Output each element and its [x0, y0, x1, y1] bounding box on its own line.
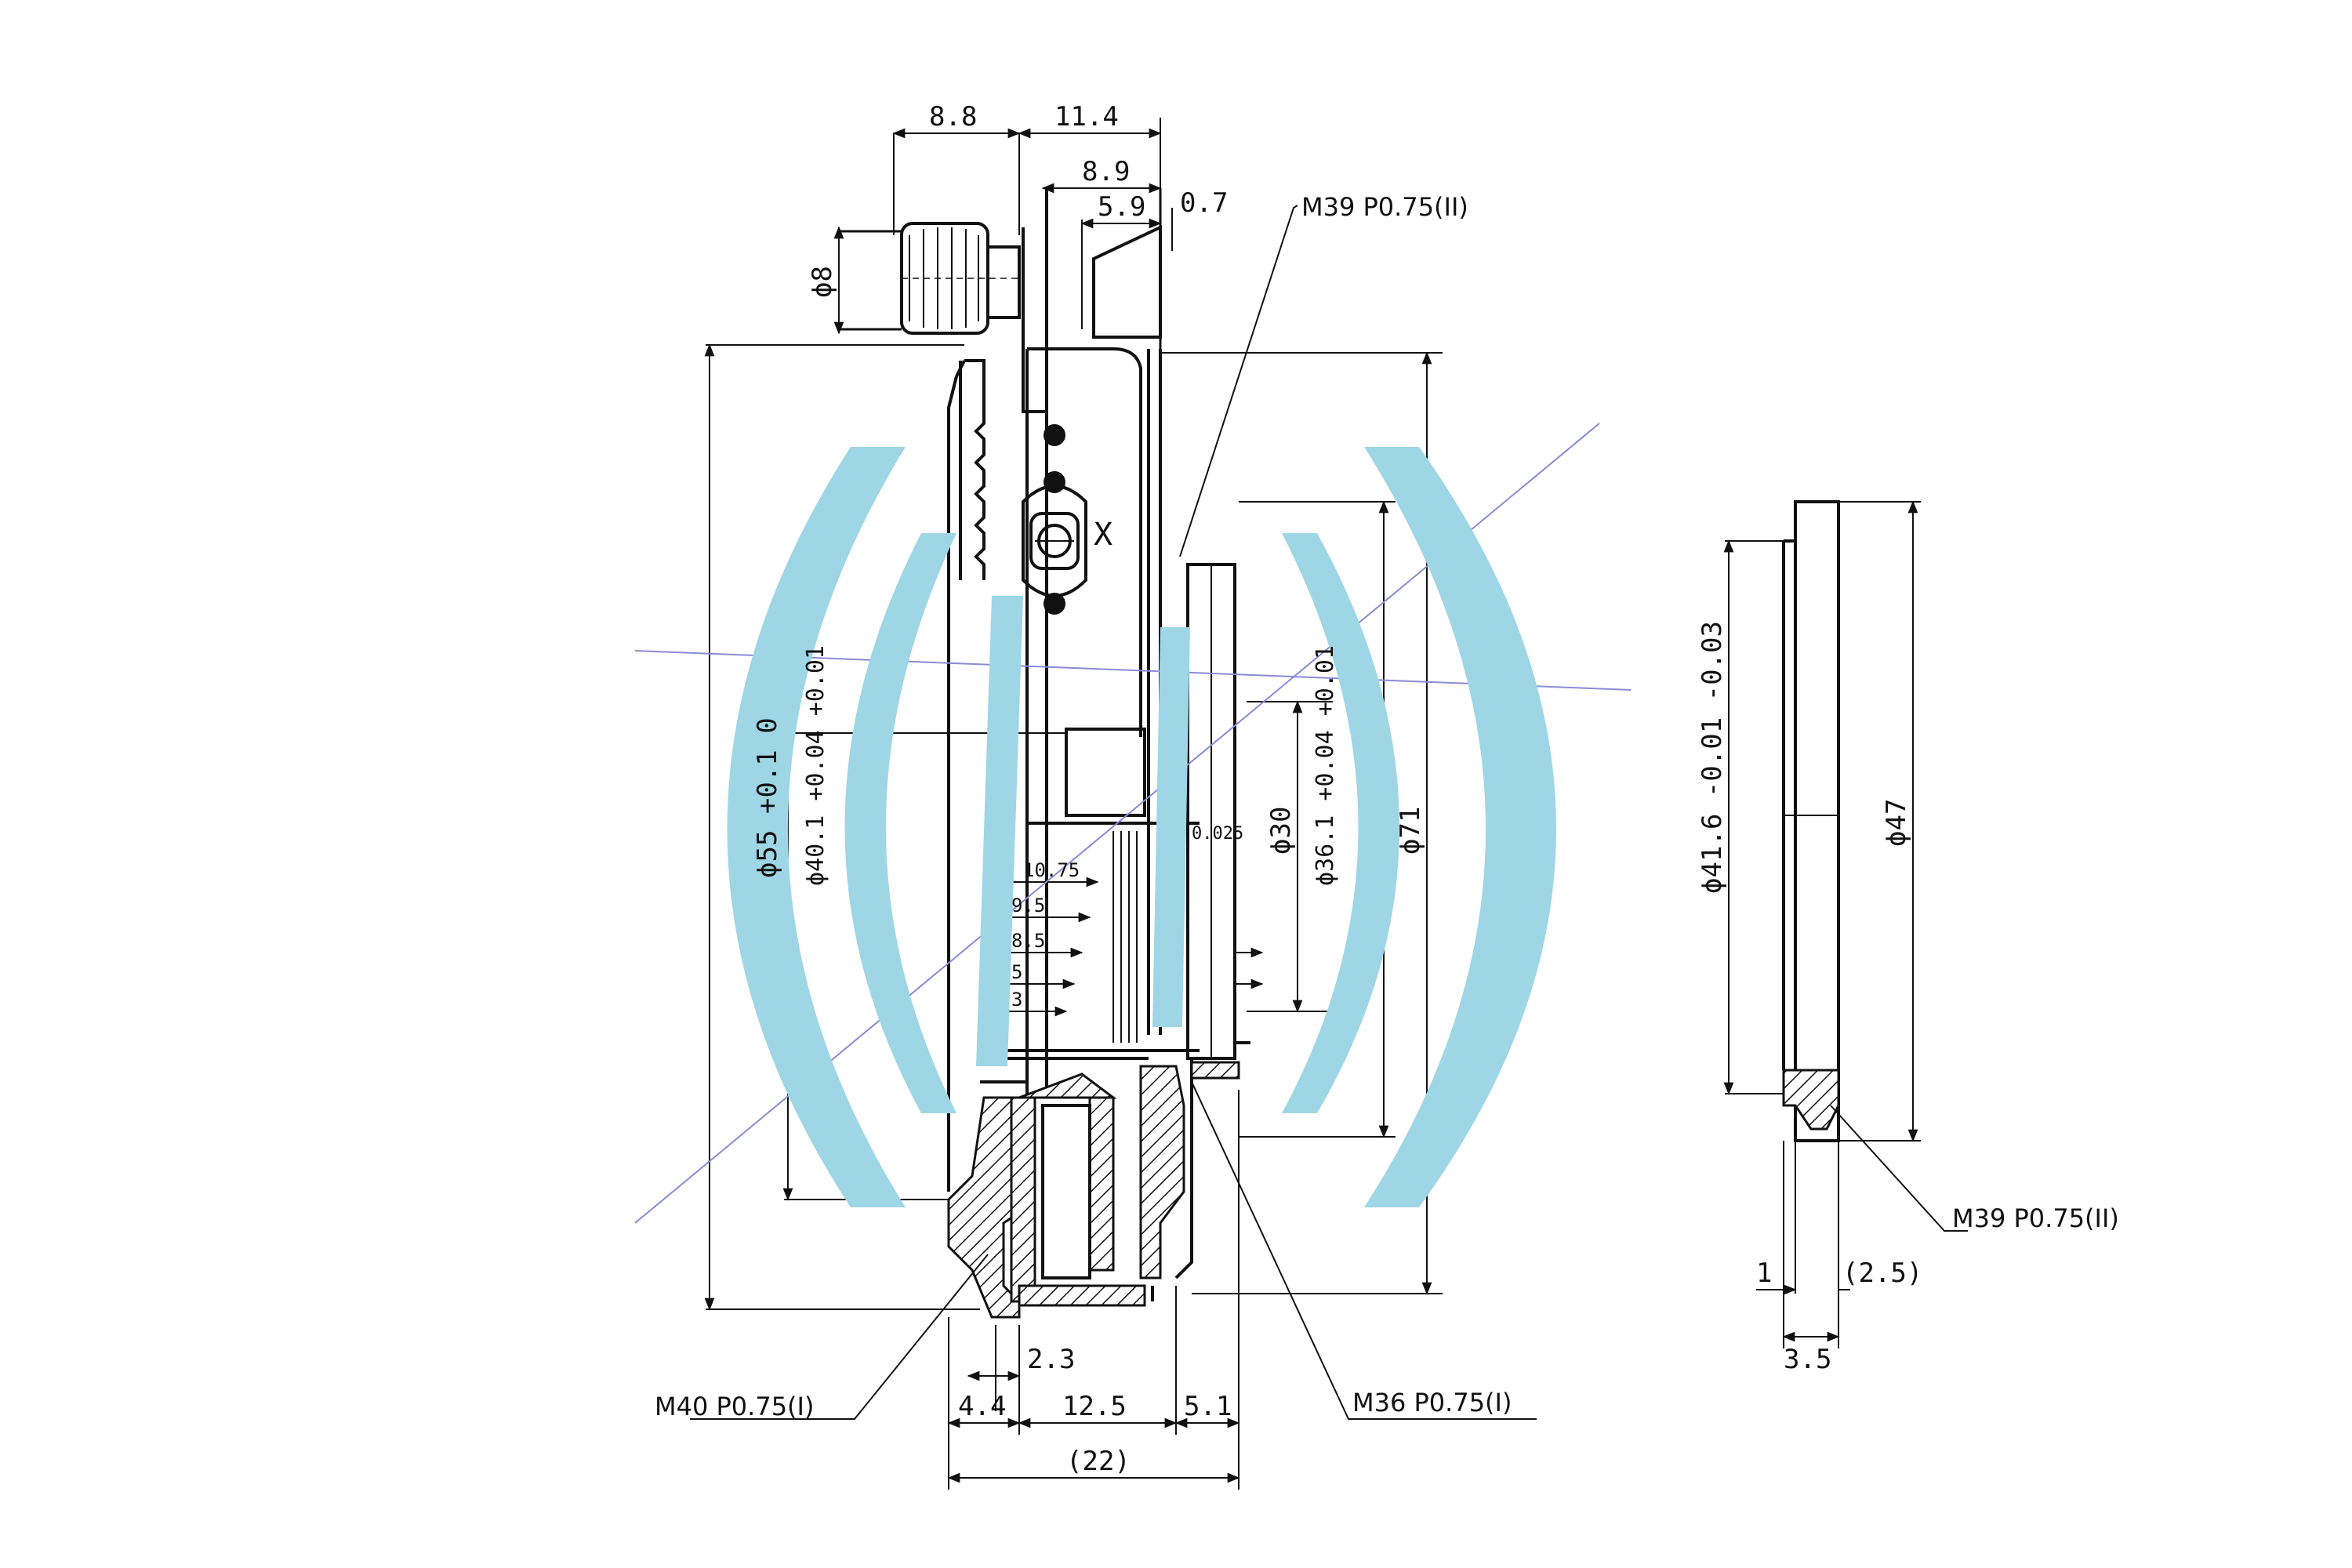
- dim-inner-0-025: 0.025: [1192, 824, 1243, 844]
- dim-2-3: 2.3: [1027, 1344, 1075, 1375]
- dim-knob-diameter: ϕ8: [807, 266, 838, 298]
- dim-5-9: 5.9: [1098, 191, 1145, 223]
- focus-knob: [839, 222, 1021, 335]
- dim-diameter-55: ϕ55 +0.1 0: [752, 717, 783, 878]
- dim-0-7: 0.7: [1180, 187, 1228, 219]
- dim-22: (22): [1066, 1446, 1131, 1477]
- arc-left-inner: [976, 596, 1023, 1066]
- dim-diameter-71: ϕ71: [1395, 807, 1426, 855]
- dim-ring-1: 1: [1756, 1258, 1772, 1289]
- thread-m39-ring: M39 P0.75(II): [1952, 1203, 2119, 1233]
- dim-inner-5: 5: [1011, 961, 1022, 983]
- arc-left-middle: [844, 533, 956, 1113]
- set-screw: [1022, 424, 1087, 615]
- dimension-lines: [690, 118, 1537, 1490]
- housing: [947, 347, 1236, 1192]
- dim-inner-8-5: 8.5: [1011, 930, 1045, 952]
- dim-inner-10-75: 10.75: [1023, 859, 1080, 881]
- dim-5-1: 5.1: [1184, 1391, 1232, 1422]
- dim-ring-diameter-47: ϕ47: [1881, 799, 1912, 847]
- dim-ring-diameter-41-6: ϕ41.6 -0.01 -0.03: [1697, 621, 1728, 894]
- dim-diameter-30: ϕ30: [1265, 807, 1297, 855]
- ring-detail: [1723, 500, 1968, 1348]
- dim-inner-3: 3: [1011, 989, 1022, 1011]
- dim-12-5: 12.5: [1062, 1391, 1127, 1422]
- right-flange: [1190, 1041, 1250, 1080]
- dim-diameter-36-1: ϕ36.1 +0.04 +0.01: [1312, 645, 1339, 886]
- arc-left-outer: [727, 447, 906, 1207]
- arc-overlay: [727, 447, 1556, 1207]
- arc-right-outer: [1364, 447, 1556, 1207]
- dimension-labels: 8.8 11.4 8.9 5.9 0.7 ϕ8 ϕ55 +0.1 0 ϕ40.1…: [752, 101, 1922, 1477]
- thread-m36: M36 P0.75(I): [1352, 1388, 1512, 1417]
- screw-x-mark: X: [1094, 517, 1112, 553]
- dim-inner-9-5: 9.5: [1011, 895, 1045, 916]
- thread-m40: M40 P0.75(I): [655, 1392, 814, 1421]
- thread-m39-top: M39 P0.75(II): [1301, 192, 1468, 222]
- arc-right-middle: [1282, 533, 1399, 1113]
- dim-8-9: 8.9: [1082, 156, 1130, 187]
- dim-4-4: 4.4: [958, 1391, 1006, 1422]
- dim-8-8: 8.8: [929, 101, 977, 132]
- arc-right-inner: [1152, 627, 1190, 1027]
- bottom-section: [947, 1058, 1193, 1319]
- main-assembly: [839, 188, 1250, 1319]
- dim-11-4: 11.4: [1054, 101, 1119, 132]
- thread-labels: M39 P0.75(II) M40 P0.75(I) M36 P0.75(I) …: [655, 192, 2119, 1421]
- dim-ring-2-5: (2.5): [1842, 1258, 1922, 1289]
- dim-ring-3-5: 3.5: [1784, 1344, 1831, 1375]
- dim-diameter-40-1: ϕ40.1 +0.04 +0.01: [802, 645, 829, 886]
